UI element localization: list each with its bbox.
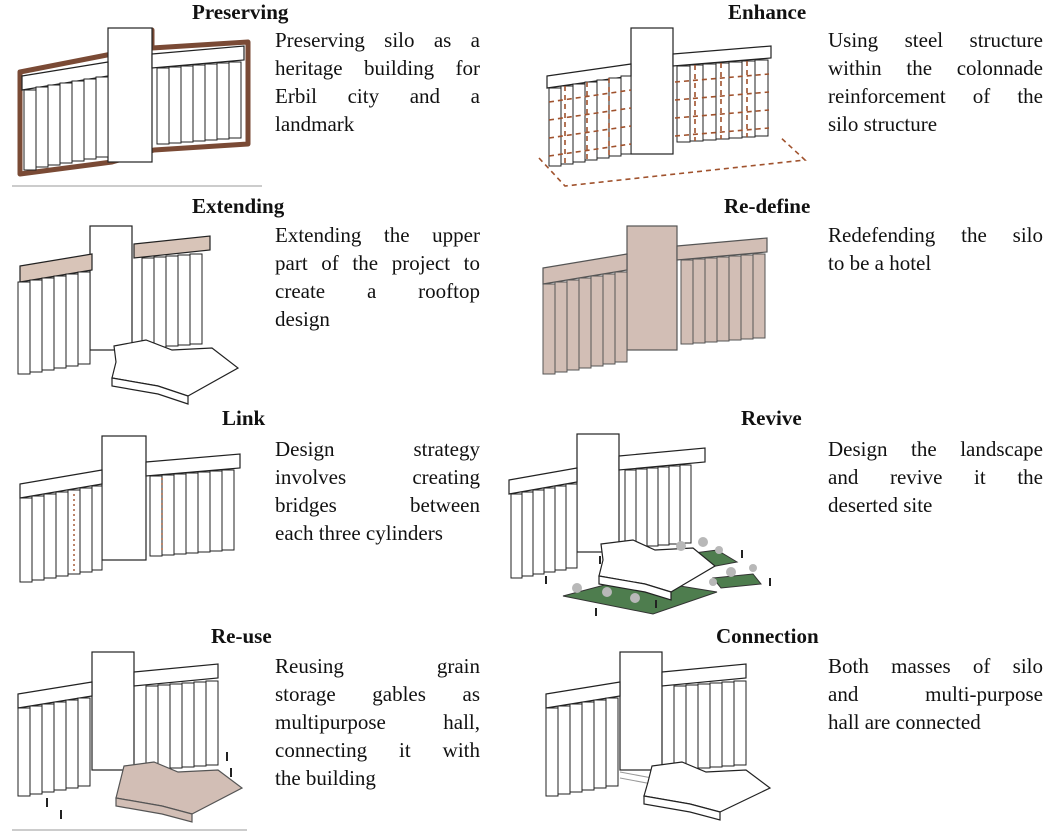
panel-description: Reusing grain storage gables as multipur…	[275, 652, 480, 792]
desc-line: multipurpose hall,	[275, 710, 480, 734]
silo-redefine-illustration	[542, 225, 768, 375]
desc-line: Extending the upper	[275, 223, 480, 247]
silo-connection-illustration	[545, 651, 772, 821]
panel-description: Using steel structure within the colonna…	[828, 26, 1043, 138]
desc-line: design	[275, 307, 330, 331]
panel-title: Enhance	[728, 0, 807, 24]
desc-line: Both masses of silo	[828, 654, 1043, 678]
silo-revive-illustration	[508, 433, 771, 616]
desc-line: to be a hotel	[828, 251, 932, 275]
desc-line: silo structure	[828, 112, 938, 136]
silo-extending-illustration	[17, 225, 240, 405]
desc-line: Erbil city and a	[275, 84, 480, 108]
desc-line: hall are connected	[828, 710, 981, 734]
desc-line: Preserving silo as a	[275, 28, 480, 52]
panel-description: Design the landscape and revive it the d…	[828, 435, 1043, 519]
desc-line: deserted site	[828, 493, 933, 517]
desc-line: Design strategy	[275, 437, 480, 461]
panel-description: Extending the upper part of the project …	[275, 221, 480, 333]
desc-line: bridges between	[275, 493, 480, 517]
desc-line: Design the landscape	[828, 437, 1043, 461]
silo-reuse-illustration	[12, 651, 247, 831]
desc-line: create a rooftop	[275, 279, 480, 303]
silo-enhance-illustration	[538, 27, 807, 187]
desc-line: each three cylinders	[275, 521, 443, 545]
desc-line: connecting it with	[275, 738, 480, 762]
desc-line: storage gables as	[275, 682, 480, 706]
panel-description: Redefending the silo to be a hotel	[828, 221, 1043, 277]
panel-title: Revive	[741, 406, 802, 430]
desc-line: reinforcement of the	[828, 84, 1043, 108]
panel-title: Connection	[716, 624, 819, 648]
desc-line: Reusing grain	[275, 654, 480, 678]
panel-title: Re-use	[211, 624, 272, 648]
desc-line: landmark	[275, 112, 355, 136]
panel-title: Link	[222, 406, 266, 430]
desc-line: Using steel structure	[828, 28, 1043, 52]
desc-line: part of the project to	[275, 251, 480, 275]
panel-title: Re-define	[724, 194, 811, 218]
desc-line: and multi-purpose	[828, 682, 1043, 706]
panel-description: Both masses of silo and multi-purpose ha…	[828, 652, 1043, 736]
desc-line: the building	[275, 766, 376, 790]
desc-line: and revive it the	[828, 465, 1043, 489]
silo-preserving-illustration	[12, 27, 262, 187]
panel-title: Extending	[192, 194, 285, 218]
desc-line: involves creating	[275, 465, 480, 489]
panel-title: Preserving	[192, 0, 289, 24]
desc-line: Redefending the silo	[828, 223, 1043, 247]
panel-description: Design strategy involves creating bridge…	[275, 435, 480, 547]
panel-description: Preserving silo as a heritage building f…	[275, 26, 480, 138]
desc-line: within the colonnade	[828, 56, 1043, 80]
desc-line: heritage building for	[275, 56, 480, 80]
silo-link-illustration	[19, 435, 241, 583]
